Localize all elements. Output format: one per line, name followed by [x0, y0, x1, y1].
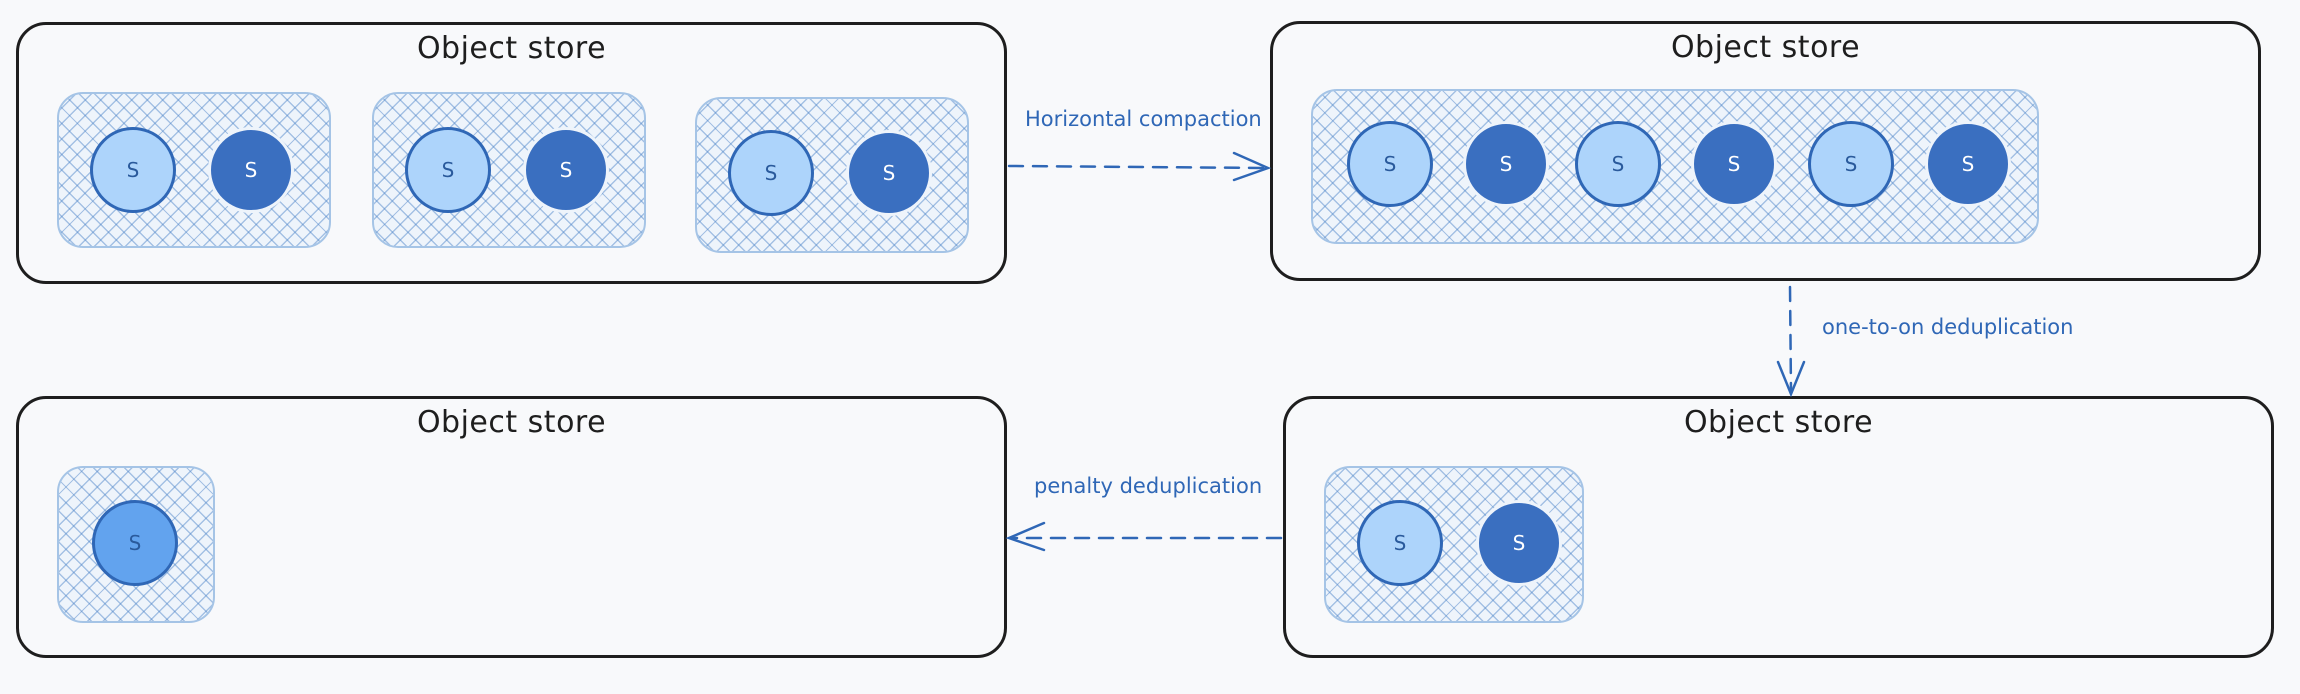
- segment-group: S S: [1324, 466, 1584, 623]
- segment-node: S: [1808, 121, 1894, 207]
- store-title: Object store: [1670, 30, 1861, 65]
- segment-group: S S: [57, 92, 331, 248]
- object-store-top-right: Object store S S S S S S: [1270, 21, 2261, 281]
- arrow-horizontal-compaction: [1007, 164, 1268, 170]
- arrowhead-penalty-dedup: [1005, 521, 1046, 552]
- segment-node: S: [405, 127, 491, 213]
- store-title: Object store: [1683, 405, 1874, 440]
- segment-node: S: [728, 130, 814, 216]
- store-title: Object store: [416, 31, 607, 66]
- segment-node: S: [1357, 500, 1443, 586]
- segment-node: S: [1691, 121, 1777, 207]
- segment-group: S S: [695, 97, 969, 253]
- segment-node: S: [1476, 500, 1562, 586]
- segment-node: S: [1575, 121, 1661, 207]
- segment-node: S: [846, 130, 932, 216]
- segment-node: S: [523, 127, 609, 213]
- segment-node: S: [1463, 121, 1549, 207]
- edge-label-horizontal-compaction: Horizontal compaction: [1025, 107, 1262, 131]
- arrowhead-one-to-one-dedup: [1776, 360, 1806, 398]
- edge-label-penalty-dedup: penalty deduplication: [1034, 474, 1263, 498]
- edge-label-one-to-one-dedup: one-to-on deduplication: [1822, 315, 2074, 339]
- segment-node: S: [1925, 121, 2011, 207]
- segment-node: S: [1347, 121, 1433, 207]
- object-store-top-left: Object store S S S S S S: [16, 22, 1007, 284]
- segment-group: S S S S S S: [1311, 89, 2039, 244]
- segment-group: S S: [372, 92, 646, 248]
- segment-node: S: [208, 127, 294, 213]
- object-store-bottom-right: Object store S S: [1283, 396, 2274, 658]
- store-title: Object store: [416, 405, 607, 440]
- segment-node: S: [92, 500, 178, 586]
- object-store-bottom-left: Object store S: [16, 396, 1007, 658]
- segment-group: S: [57, 466, 215, 623]
- segment-node: S: [90, 127, 176, 213]
- arrow-one-to-one-dedup: [1788, 285, 1793, 394]
- arrowhead-horizontal-compaction: [1232, 151, 1272, 182]
